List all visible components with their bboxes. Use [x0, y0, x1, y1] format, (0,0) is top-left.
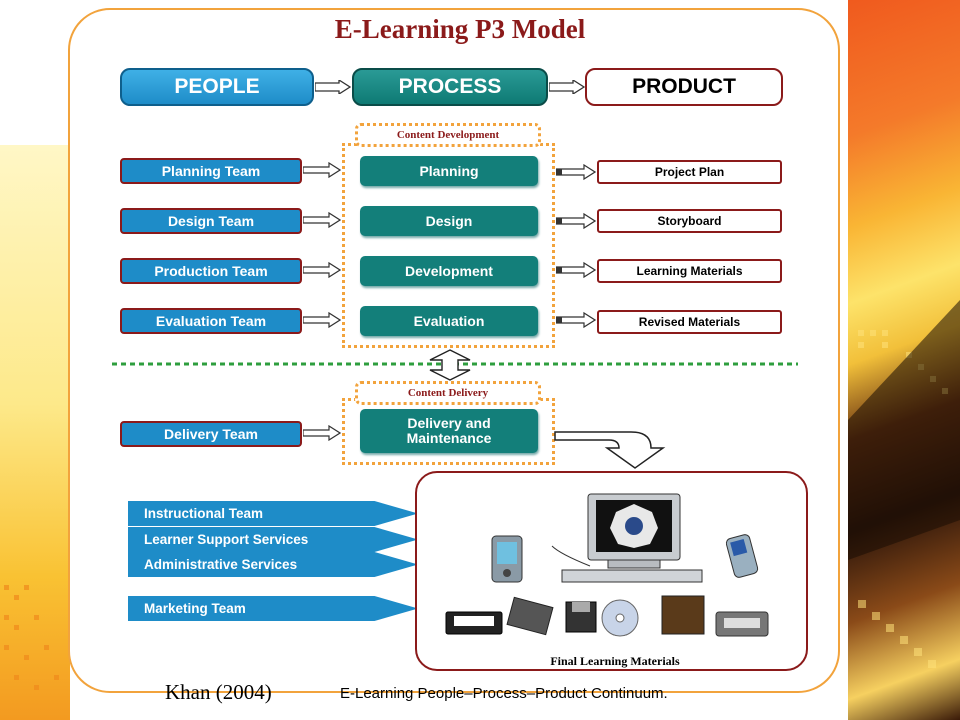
decorative-background-right — [848, 0, 960, 720]
pda-icon — [491, 535, 523, 583]
vhs-tape-icon — [445, 611, 503, 635]
book-icon — [506, 596, 554, 636]
curved-down-arrow — [554, 431, 666, 469]
people-header: PEOPLE — [120, 68, 314, 106]
decorative-dots — [4, 585, 59, 690]
revised-materials-product: Revised Materials — [597, 310, 782, 334]
production-team: Production Team — [120, 258, 302, 284]
process-to-product-arrows — [556, 164, 596, 329]
learning-devices-illustration — [445, 493, 769, 637]
storyboard-product: Storyboard — [597, 209, 782, 233]
learner-support-banner: Learner Support Services — [128, 527, 418, 552]
bidirectional-arrow — [429, 349, 471, 381]
final-materials-label: Final Learning Materials — [550, 654, 680, 668]
planning-step: Planning — [360, 156, 538, 186]
planning-team: Planning Team — [120, 158, 302, 184]
decorative-pattern — [848, 300, 960, 668]
marketing-team-banner: Marketing Team — [128, 596, 418, 621]
mobile-phone-icon — [725, 534, 759, 578]
delivery-step-line1: Delivery and — [407, 415, 491, 431]
header-arrow-2 — [549, 80, 585, 94]
people-to-process-arrows — [303, 162, 341, 329]
administrative-services-banner: Administrative Services — [128, 552, 418, 577]
floppy-disk-icon — [565, 601, 597, 633]
computer-icon — [551, 493, 703, 583]
development-step: Development — [360, 256, 538, 286]
instructional-team-banner: Instructional Team — [128, 501, 418, 526]
web-course-icon — [661, 595, 705, 635]
project-plan-product: Project Plan — [597, 160, 782, 184]
evaluation-step: Evaluation — [360, 306, 538, 336]
learning-materials-product: Learning Materials — [597, 259, 782, 283]
cd-icon — [601, 599, 639, 637]
header-arrow-1 — [315, 80, 351, 94]
caption-author: Khan (2004) — [165, 680, 272, 704]
caption-description: E-Learning People–Process–Product Contin… — [340, 685, 668, 702]
process-header: PROCESS — [352, 68, 548, 106]
design-team: Design Team — [120, 208, 302, 234]
decorative-background-left — [0, 145, 70, 720]
product-header: PRODUCT — [585, 68, 783, 106]
delivery-team: Delivery Team — [120, 421, 302, 447]
delivery-arrow — [303, 425, 341, 441]
diagram-title: E-Learning P3 Model — [334, 14, 586, 44]
cassette-icon — [715, 611, 769, 637]
delivery-step-line2: Maintenance — [406, 430, 492, 446]
content-development-label: Content Development — [355, 123, 541, 147]
content-delivery-label: Content Delivery — [355, 381, 541, 405]
design-step: Design — [360, 206, 538, 236]
delivery-maintenance-step: Delivery and Maintenance — [360, 409, 538, 453]
evaluation-team: Evaluation Team — [120, 308, 302, 334]
